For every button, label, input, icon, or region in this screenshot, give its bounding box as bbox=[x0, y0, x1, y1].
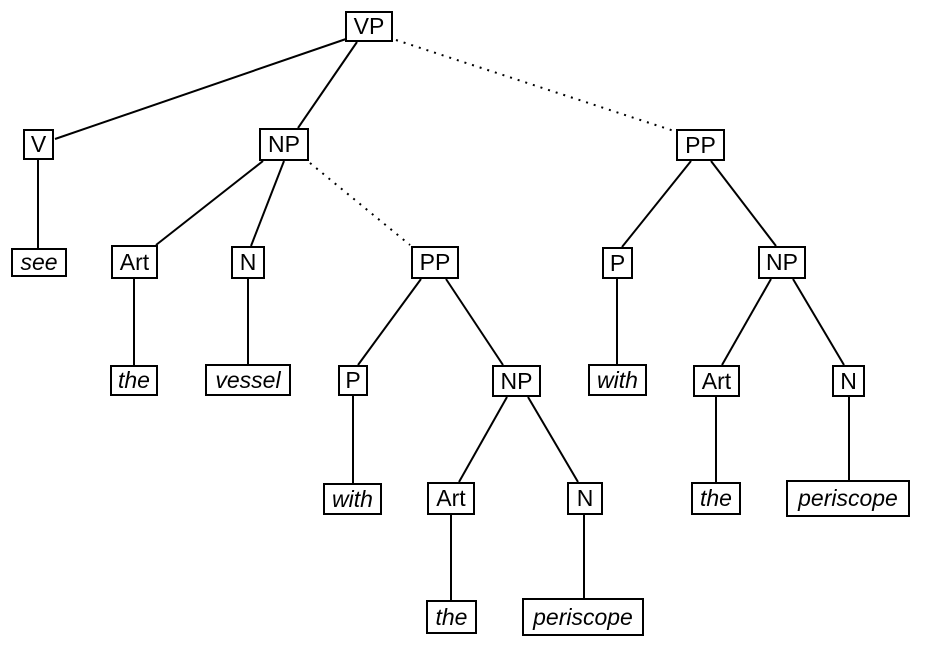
node-pp1: PP bbox=[411, 246, 459, 279]
node-periscope2: periscope bbox=[522, 598, 644, 636]
edge-np1-art1 bbox=[155, 160, 264, 246]
node-the1: the bbox=[110, 365, 158, 396]
edge-np3-art3 bbox=[721, 278, 772, 366]
edge-vp-pp2-dotted bbox=[395, 39, 675, 132]
edge-np2-n2 bbox=[527, 396, 579, 483]
node-np2: NP bbox=[492, 365, 541, 397]
edge-np1-n1 bbox=[250, 160, 285, 247]
edge-pp2-p2 bbox=[621, 160, 692, 248]
node-v: V bbox=[23, 129, 54, 160]
node-n2: N bbox=[567, 482, 603, 515]
node-pp2: PP bbox=[676, 129, 725, 161]
edge-vp-v bbox=[54, 38, 347, 140]
edge-np1-pp1-dotted bbox=[309, 162, 411, 246]
node-vp: VP bbox=[345, 11, 393, 42]
edge-pp2-np3 bbox=[710, 160, 777, 247]
node-art3: Art bbox=[693, 365, 740, 397]
node-with2: with bbox=[588, 364, 647, 396]
node-n1: N bbox=[231, 246, 265, 279]
node-art1: Art bbox=[111, 245, 158, 279]
node-art2: Art bbox=[427, 482, 475, 515]
node-see: see bbox=[11, 248, 67, 277]
node-periscope3: periscope bbox=[786, 480, 910, 517]
node-the2: the bbox=[426, 600, 477, 634]
edge-np3-n3 bbox=[792, 278, 845, 366]
node-p1: P bbox=[338, 365, 368, 396]
edge-vp-np1 bbox=[297, 41, 358, 129]
node-n3: N bbox=[832, 365, 865, 397]
node-vessel: vessel bbox=[205, 364, 291, 396]
node-the3: the bbox=[691, 482, 741, 515]
edge-pp1-p1 bbox=[357, 278, 422, 366]
edge-np2-art2 bbox=[458, 396, 508, 483]
node-with1: with bbox=[323, 483, 382, 515]
node-np1: NP bbox=[259, 128, 309, 161]
node-np3: NP bbox=[758, 246, 806, 279]
node-p2: P bbox=[602, 247, 633, 279]
edge-pp1-np2 bbox=[445, 278, 504, 366]
